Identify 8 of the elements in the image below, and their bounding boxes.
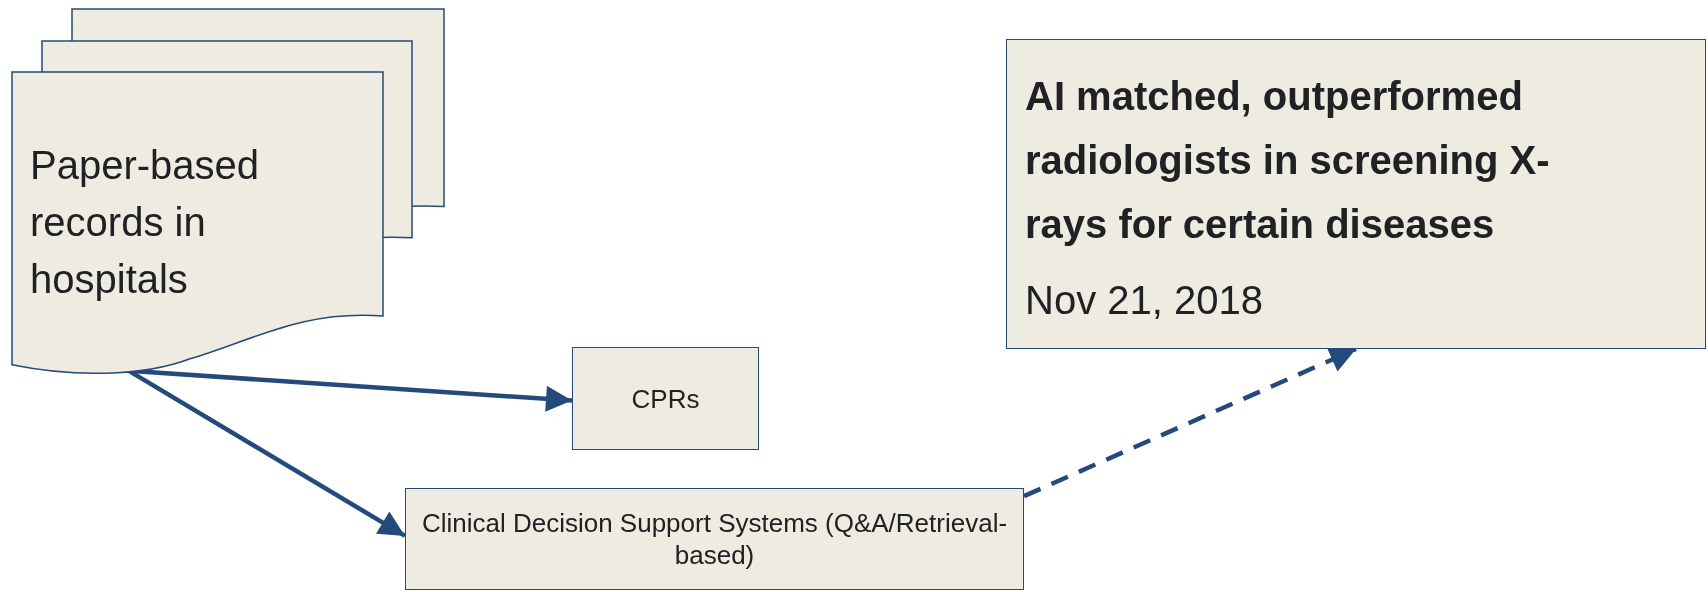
process-box	[1006, 39, 1706, 349]
process-box	[572, 347, 759, 450]
process-box	[405, 488, 1024, 590]
node-label: CPRs	[631, 382, 700, 415]
date-label: Nov 21, 2018	[1025, 277, 1264, 324]
node-label: Clinical Decision Support Systems (Q&A/Retrieval-based)	[420, 507, 1009, 571]
headline: AI matched, outperformed radiologists in screening X-rays for certain diseases	[1025, 73, 1551, 248]
node-label: Paper-based records in hospitals	[30, 142, 261, 303]
